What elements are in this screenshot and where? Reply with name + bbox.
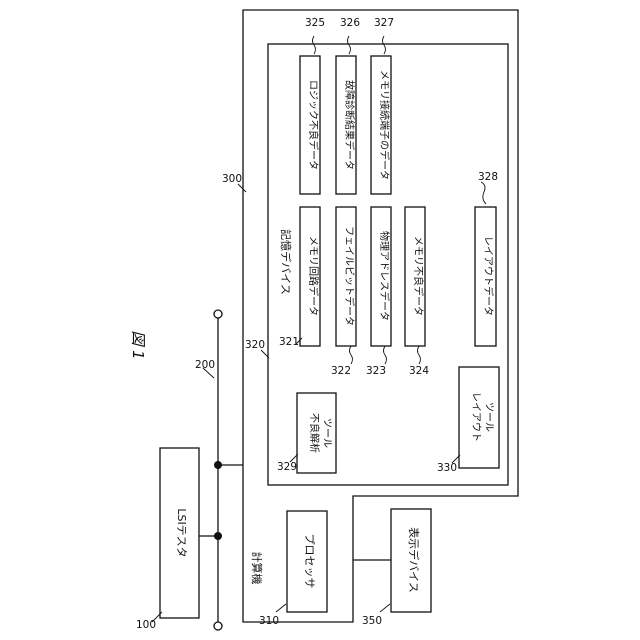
ref-323: 323 bbox=[366, 365, 386, 377]
bus-terminal-bottom bbox=[214, 622, 222, 630]
ref-100: 100 bbox=[136, 619, 156, 631]
ref-327: 327 bbox=[374, 17, 394, 29]
data-label-322: フェイルビットデータ bbox=[343, 226, 356, 326]
data-label-321: メモリ回路データ bbox=[307, 236, 320, 316]
ref-330: 330 bbox=[437, 462, 457, 474]
data-label-327: メモリ接続端子のデータ bbox=[378, 70, 391, 180]
ref-leader-310 bbox=[276, 604, 286, 612]
computer-label: 計算機 bbox=[250, 552, 264, 585]
ref-326: 326 bbox=[340, 17, 360, 29]
ref-321: 321 bbox=[279, 336, 299, 348]
figure-title: 図 1 bbox=[129, 330, 147, 359]
data-label-328: レイアウトデータ bbox=[482, 236, 495, 316]
ref-328: 328 bbox=[478, 171, 498, 183]
ref-300: 300 bbox=[222, 173, 242, 185]
processor-label: プロセッサ bbox=[303, 534, 316, 589]
data-label-326: 故障診断結果データ bbox=[343, 80, 356, 170]
data-label-325: ロジック不良データ bbox=[307, 80, 320, 170]
lsi-tester-label: LSIテスタ bbox=[175, 508, 188, 557]
ref-329: 329 bbox=[277, 461, 297, 473]
ref-322: 322 bbox=[331, 365, 351, 377]
ref-320: 320 bbox=[245, 339, 265, 351]
ref-350: 350 bbox=[362, 615, 382, 627]
data-label-323: 物理アドレスデータ bbox=[378, 231, 391, 321]
defect-analysis-tool-line2: ツール bbox=[321, 418, 332, 448]
ref-325: 325 bbox=[305, 17, 325, 29]
ref-200: 200 bbox=[195, 359, 215, 371]
layout-tool-line2: ツール bbox=[483, 402, 494, 432]
data-label-324: メモリ不良データ bbox=[412, 236, 425, 316]
defect-analysis-tool-line1: 不良解析 bbox=[308, 413, 321, 453]
ref-324: 324 bbox=[409, 365, 429, 377]
display-device-label: 表示デバイス bbox=[407, 527, 421, 593]
ref-leader-350 bbox=[380, 604, 390, 612]
bus-terminal-top bbox=[214, 310, 222, 318]
layout-tool-line1: レイアウト bbox=[470, 392, 482, 442]
ref-leader-300 bbox=[238, 184, 246, 192]
storage-device-label: 記憶デバイス bbox=[279, 229, 293, 295]
ref-310: 310 bbox=[259, 615, 279, 627]
